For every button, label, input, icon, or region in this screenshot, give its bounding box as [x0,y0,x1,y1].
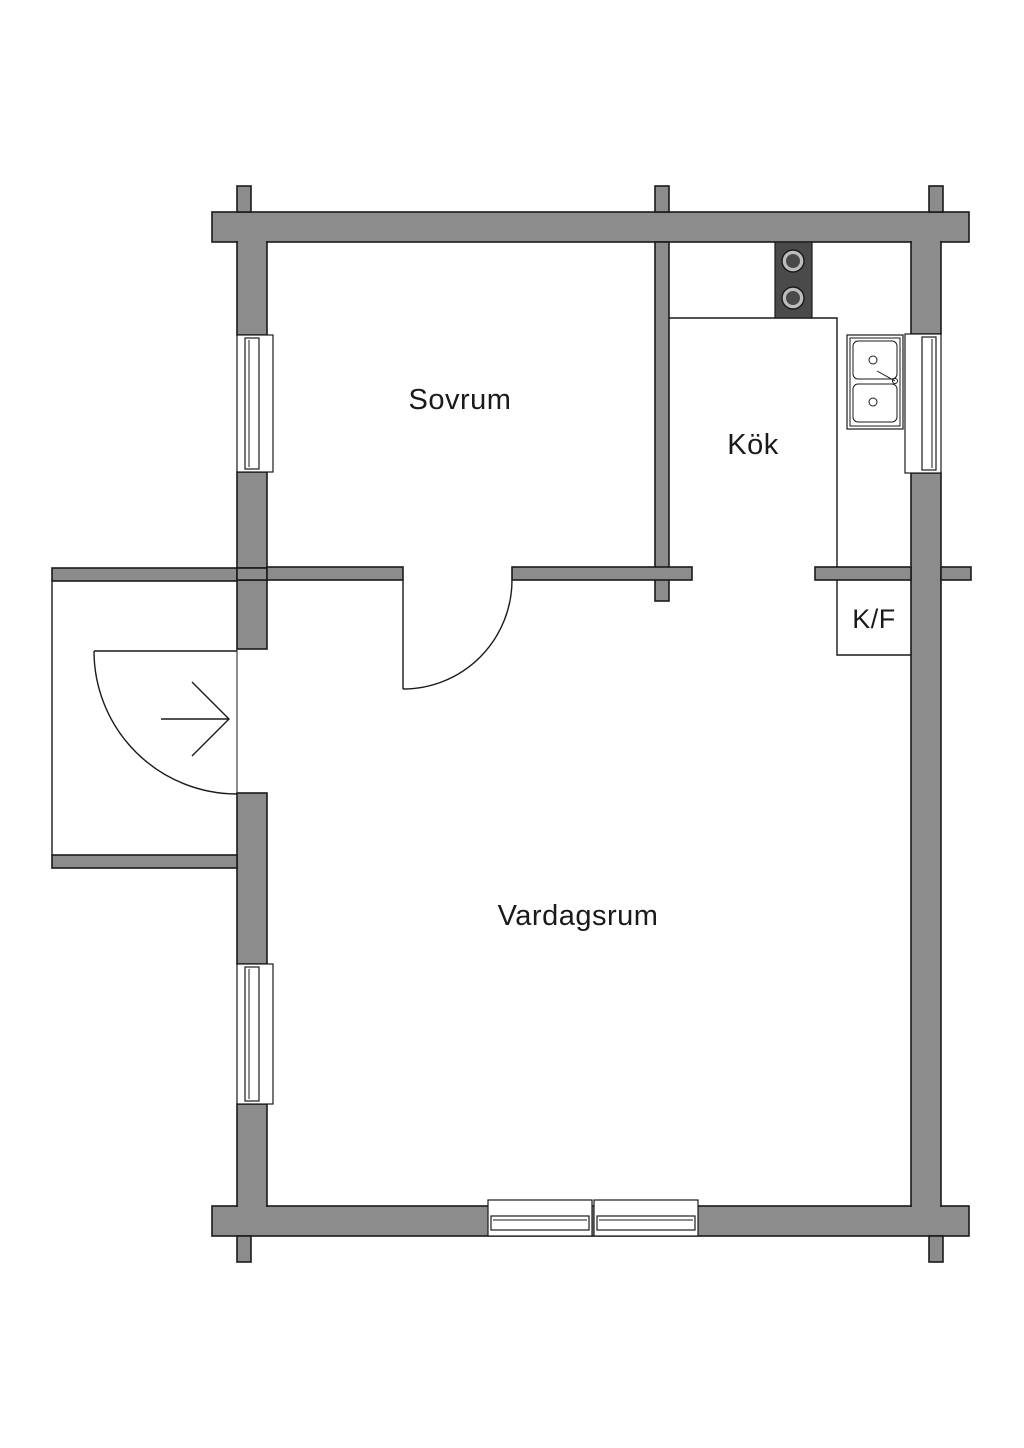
entrance-porch [51,567,268,869]
windows [236,333,942,1237]
window-left-upper [236,334,274,473]
room-labels: Sovrum Kök K/F Vardagsrum [409,384,896,932]
room-label-living-room: Vardagsrum [498,900,659,932]
entrance-door [93,649,238,795]
room-label-kitchen: Kök [727,429,778,461]
stove-icon [774,241,813,319]
window-bottom-left [487,1199,593,1237]
window-bottom-right [593,1199,699,1237]
doors [93,579,513,795]
room-label-bedroom: Sovrum [409,384,512,416]
interior-walls [266,241,912,602]
bedroom-door [402,579,513,690]
kitchen-fixtures [669,241,911,656]
double-sink-icon [846,334,904,430]
entrance-arrow-icon [161,681,230,757]
room-label-fridge-freezer: K/F [852,604,896,634]
window-kitchen [904,333,942,474]
window-left-lower [236,963,274,1105]
outer-walls [211,185,972,1263]
